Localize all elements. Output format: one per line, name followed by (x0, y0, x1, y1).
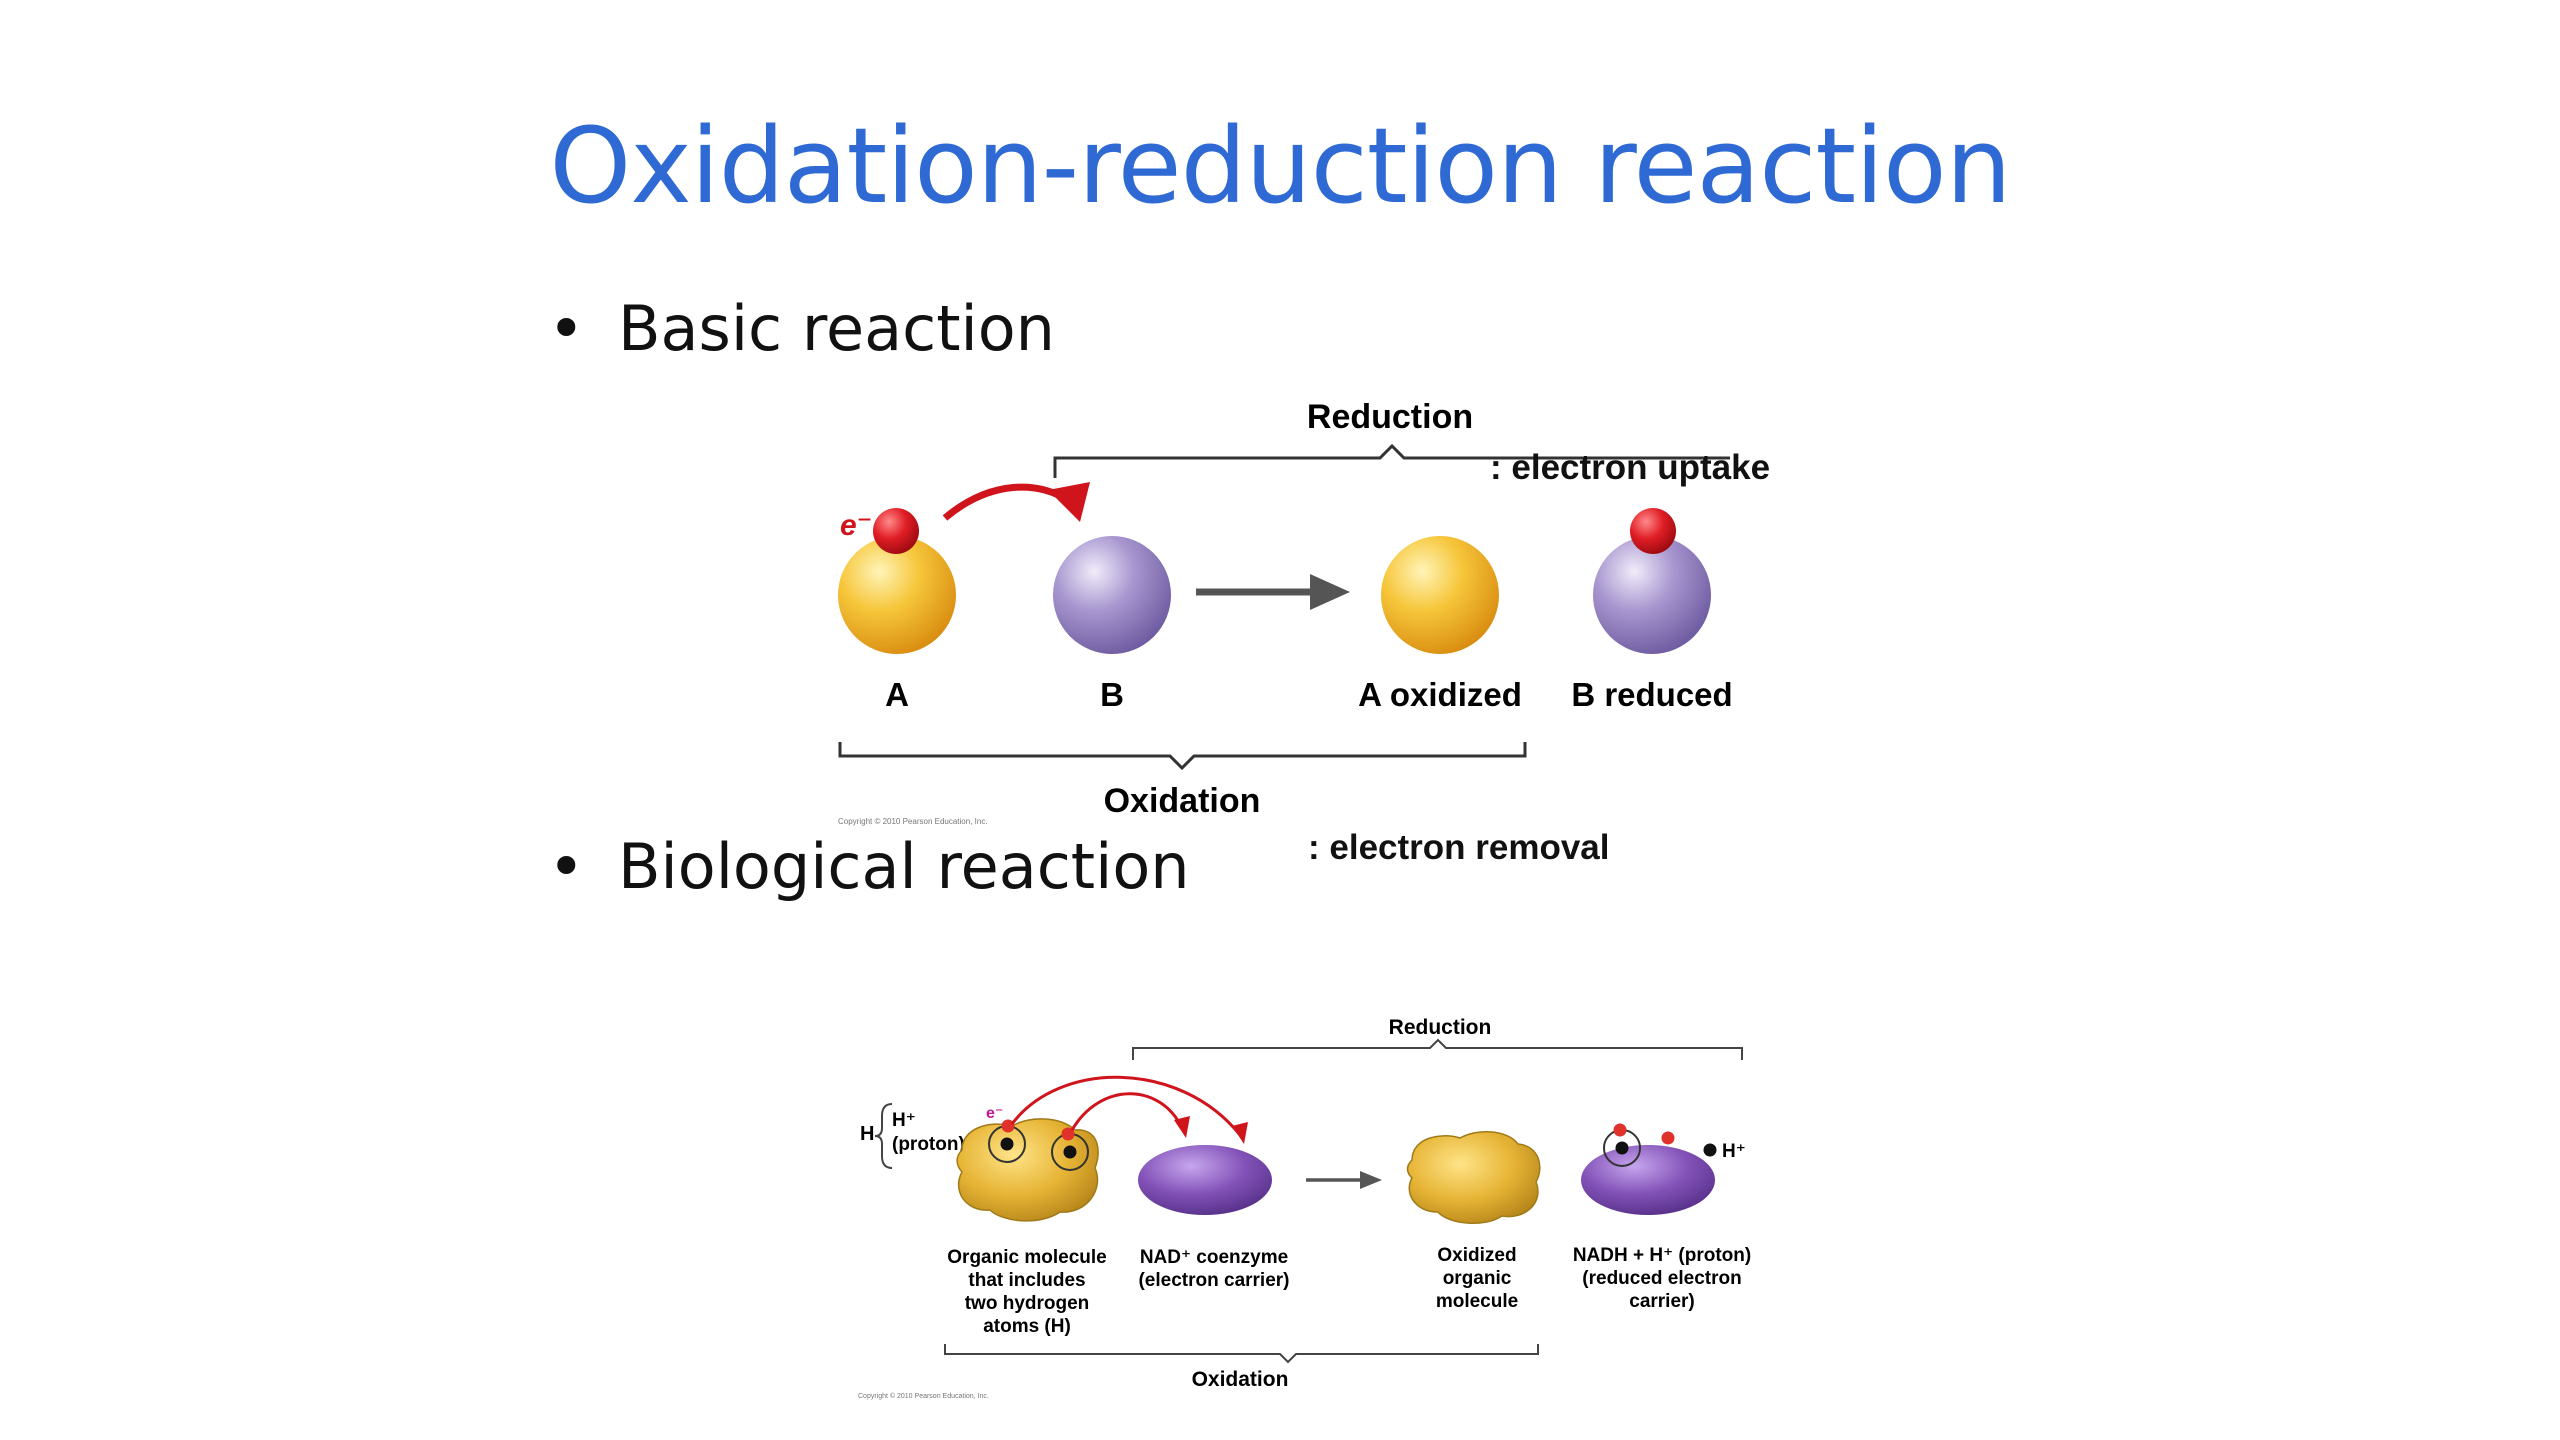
molecule-a (838, 536, 956, 654)
bio-oxidized-caption-1: Oxidized (1437, 1245, 1516, 1266)
oxidation-bracket (838, 742, 1527, 771)
label-b-reduced: B reduced (1571, 676, 1732, 713)
bio-oxidized-molecule (1406, 1131, 1541, 1224)
oxidation-label: Oxidation (1104, 782, 1261, 820)
bio-oxidized-caption-2: organic (1443, 1268, 1512, 1289)
bullet-biological-label: Biological reaction (618, 830, 1190, 903)
bio-organic-caption-3: two hydrogen (965, 1293, 1090, 1314)
slide-title: Oxidation-reduction reaction (549, 105, 2011, 227)
bio-proton-brace (874, 1103, 893, 1169)
bio-organic-caption-2: that includes (968, 1270, 1085, 1291)
bio-nadh-electron-dot-1 (1613, 1123, 1627, 1137)
label-b: B (1100, 676, 1124, 713)
bio-organic-molecule (956, 1118, 1099, 1222)
reduction-bracket (1053, 443, 1730, 478)
reduction-label: Reduction (1307, 398, 1473, 436)
bio-h-label: H (860, 1123, 874, 1145)
bio-copyright: Copyright © 2010 Pearson Education, Inc. (858, 1392, 989, 1400)
bio-organic-caption-4: atoms (H) (983, 1316, 1071, 1337)
bio-free-proton-label: H⁺ (1722, 1141, 1746, 1162)
bullet-dot: • (548, 292, 585, 365)
electron-on-a (873, 508, 919, 554)
bio-electron-dot-2 (1061, 1127, 1075, 1141)
bio-proton-dot-2 (1063, 1145, 1077, 1159)
electron-uptake-note: : electron uptake (1490, 448, 1771, 487)
bio-organic-caption-1: Organic molecule (947, 1247, 1106, 1268)
bio-free-proton-dot (1703, 1143, 1717, 1157)
label-a: A (885, 676, 909, 713)
label-a-oxidized: A oxidized (1358, 676, 1522, 713)
bio-proton-line2: (proton) (892, 1134, 965, 1155)
bio-reaction-arrowhead (1360, 1171, 1382, 1189)
bio-transfer-arrowhead-2 (1174, 1116, 1190, 1138)
basic-copyright: Copyright © 2010 Pearson Education, Inc. (838, 817, 988, 826)
reaction-arrowhead (1310, 574, 1350, 610)
bio-nadh-caption-3: carrier) (1629, 1291, 1695, 1312)
bio-nadh-caption-2: (reduced electron (1582, 1268, 1741, 1289)
bio-nadh-electron-dot-2 (1661, 1131, 1675, 1145)
bio-nadh-caption-1: NADH + H⁺ (proton) (1573, 1245, 1751, 1266)
bio-nad-caption-2: (electron carrier) (1138, 1270, 1289, 1291)
bio-nadh (1581, 1145, 1715, 1215)
bullet-basic-reaction: • Basic reaction (548, 292, 1055, 365)
bio-transfer-arrowhead-1 (1232, 1122, 1248, 1144)
electron-transfer-arrowhead (1048, 482, 1090, 522)
bio-oxidation-label: Oxidation (1192, 1368, 1289, 1391)
molecule-b-reduced (1593, 536, 1711, 654)
electron-removal-note: : electron removal (1308, 828, 1610, 867)
bullet-dot: • (548, 830, 585, 903)
electron-label: e⁻ (840, 509, 873, 542)
bio-oxidized-caption-3: molecule (1436, 1291, 1518, 1312)
bio-proton-dot-1 (1000, 1137, 1014, 1151)
bullet-biological-reaction: • Biological reaction (548, 830, 1190, 903)
bio-reduction-bracket (1132, 1038, 1743, 1060)
electron-on-b (1630, 508, 1676, 554)
bio-electron-label: e⁻ (986, 1105, 1003, 1122)
bio-transfer-arrow-1 (1010, 1075, 1242, 1136)
bio-nadh-proton-dot (1615, 1141, 1629, 1155)
bio-nad-coenzyme (1138, 1145, 1272, 1215)
bio-nad-caption-1: NAD⁺ coenzyme (1140, 1247, 1288, 1268)
bio-oxidation-bracket (944, 1344, 1539, 1364)
molecule-a-oxidized (1381, 536, 1499, 654)
bio-reduction-label: Reduction (1389, 1016, 1492, 1039)
bio-proton-line1: H⁺ (892, 1110, 916, 1131)
bio-transfer-arrow-2 (1070, 1092, 1184, 1131)
bullet-basic-label: Basic reaction (618, 292, 1055, 365)
molecule-b (1053, 536, 1171, 654)
